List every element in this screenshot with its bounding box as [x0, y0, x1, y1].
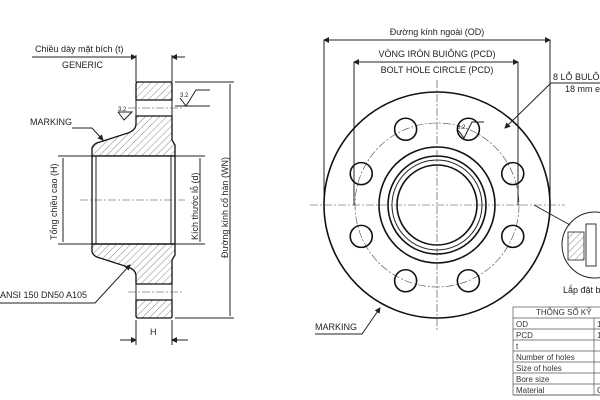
detail-circle	[561, 211, 600, 279]
h-label: H	[150, 327, 157, 337]
spec-row-name: Number of holes	[516, 353, 575, 362]
thickness-label: Chiều dày mặt bích (t)	[35, 44, 124, 54]
bolt-hole	[393, 268, 418, 293]
bolt-hole	[349, 224, 374, 249]
flange-section-top	[135, 81, 173, 101]
pcd-label-en: BOLT HOLE CIRCLE (PCD)	[381, 65, 494, 75]
bore-label: Kích thước lỗ (d)	[190, 173, 200, 240]
marking-label-front: MARKING	[315, 322, 357, 332]
bolt-hole	[393, 117, 418, 142]
spec-row-value: 1	[597, 320, 600, 329]
bolt-hole	[500, 161, 525, 186]
holes-label: 8 LỖ BULÔ	[553, 71, 600, 82]
flange-section-lower	[91, 243, 176, 285]
bolt-hole	[349, 161, 374, 186]
spec-row-name: PCD	[516, 331, 533, 340]
height-label: Tổng chiều cao (H)	[49, 163, 59, 240]
surface-symbol-2: 3.2	[180, 93, 189, 99]
side-section-view: Chiều dày mặt bích (t) GENERIC MARKING 3…	[0, 44, 234, 345]
spec-row-name: Material	[516, 386, 545, 395]
marking-label-side: MARKING	[30, 117, 72, 127]
generic-label: GENERIC	[62, 60, 104, 70]
bolt-holes	[349, 117, 525, 293]
front-view: Đường kính ngoài (OD) VÒNG IRÒN BUIÔNG (…	[310, 27, 600, 335]
bolt-hole	[456, 268, 481, 293]
bolt-hole	[456, 117, 481, 142]
pcd-label-vn: VÒNG IRÒN BUIÔNG (PCD)	[378, 49, 495, 59]
neck-label: Đường kính cổ hàn (WN)	[220, 157, 230, 258]
bolt-hole	[500, 224, 525, 249]
spec-table-title: THÔNG SỐ KỸ	[536, 307, 592, 317]
spec-row-value: C	[597, 386, 600, 395]
detail-label: Lắp đặt b	[563, 285, 600, 295]
spec-row-name: Bore size	[516, 375, 550, 384]
surface-symbol-3: 3.2	[457, 125, 466, 131]
spec-row-name: OD	[516, 320, 528, 329]
holes-size-label: 18 mm e	[565, 84, 600, 94]
surface-symbol-1: 3.2	[118, 107, 127, 113]
spec-row-name: Size of holes	[516, 364, 562, 373]
spec-label: ANSI 150 DN50 A105	[0, 290, 87, 300]
od-label: Đường kính ngoài (OD)	[390, 27, 484, 37]
spec-row-name: t	[516, 342, 519, 351]
flange-section-upper	[91, 115, 176, 157]
spec-row-value: 1	[597, 331, 600, 340]
